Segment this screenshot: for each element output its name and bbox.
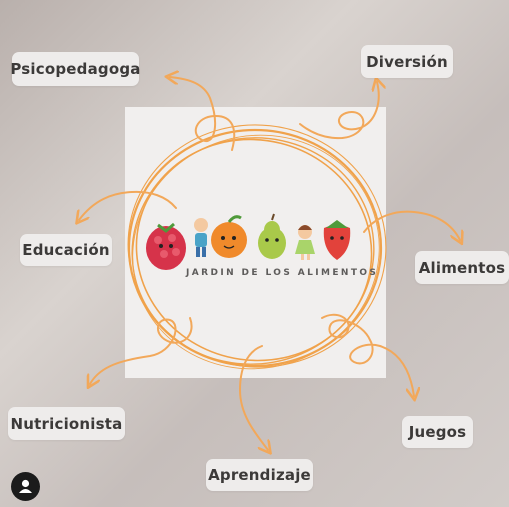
node-nutricionista: Nutricionista [8,407,125,440]
node-alimentos: Alimentos [415,251,509,284]
arrow-psicopedagoga [170,77,236,151]
brand-name: JARDIN DE LOS ALIMENTOS [186,268,379,278]
node-juegos: Juegos [402,416,473,448]
node-educacion: Educación [20,234,112,266]
arrow-juegos [321,313,414,396]
node-diversion: Diversión [361,45,453,78]
arrows [79,77,460,450]
arrow-alimentos [363,210,460,240]
girl-character [295,225,315,260]
kid-character [194,218,208,257]
strawberry-character [323,220,351,260]
arrow-diversion [299,82,379,140]
orange-character [211,215,247,258]
arrow-educacion [79,190,177,220]
orange-ring [127,124,387,370]
arrow-nutricionista [90,317,193,384]
raspberry-character [146,222,186,270]
user-silhouette-icon [19,479,32,493]
node-psicopedagoga: Psicopedagoga [10,52,140,86]
node-aprendizaje: Aprendizaje [206,459,313,491]
pear-character [258,213,286,259]
arrow-aprendizaje [239,345,268,450]
user-avatar-icon[interactable] [11,472,40,501]
